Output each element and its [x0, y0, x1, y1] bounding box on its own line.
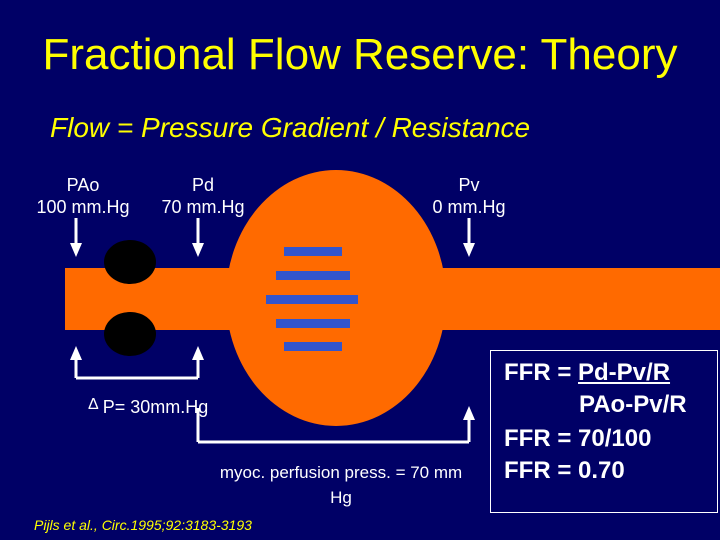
ffr-result: FFR = 0.70: [504, 457, 625, 485]
pv-label: Pv 0 mm.Hg: [414, 174, 524, 218]
resistance-stripe: [266, 295, 358, 304]
resistance-stripe: [276, 319, 350, 328]
stenosis-upper-plaque: [104, 240, 156, 284]
perfusion-bracket: [196, 406, 475, 444]
slide-title: Fractional Flow Reserve: Theory: [42, 30, 678, 79]
ffr-equation-box: FFR = Pd-Pv/R PAo-Pv/R FFR = 70/100 FFR …: [490, 350, 718, 513]
delta-symbol: Δ: [88, 396, 99, 413]
flow-formula: Flow = Pressure Gradient / Resistance: [50, 112, 531, 143]
citation: Pijls et al., Circ.1995;92:3183-3193: [34, 517, 252, 533]
ffr-substitution: FFR = 70/100: [504, 425, 652, 452]
ffr-formula-line: FFR = Pd-Pv/R: [504, 359, 670, 387]
perfusion-line-1: myoc. perfusion press. = 70 mm: [219, 463, 463, 482]
pao-label: PAo 100 mm.Hg: [28, 174, 138, 218]
pv-name: Pv: [458, 175, 480, 195]
stenosis-lower-plaque: [104, 312, 156, 356]
perfusion-line-2: Hg: [330, 488, 352, 507]
pd-value: 70 mm.Hg: [161, 197, 245, 217]
ffr-result-text: FFR = 0.70: [504, 457, 625, 484]
pv-arrow: [463, 218, 475, 257]
pao-name: PAo: [66, 175, 100, 195]
resistance-stripe: [284, 342, 342, 351]
perfusion-pressure-label: myoc. perfusion press. = 70 mm Hg: [186, 460, 496, 510]
resistance-stripe: [276, 271, 350, 280]
delta-p-bracket: [70, 346, 204, 380]
resistance-stripe: [284, 247, 342, 256]
delta-p-text: P= 30mm.Hg: [102, 397, 209, 417]
pd-name: Pd: [191, 175, 215, 195]
pv-value: 0 mm.Hg: [432, 197, 506, 217]
pao-value: 100 mm.Hg: [36, 197, 130, 217]
ffr-prefix: FFR =: [504, 359, 579, 386]
ffr-numerator: Pd-Pv/R: [578, 359, 671, 386]
pd-label: Pd 70 mm.Hg: [148, 174, 258, 218]
ffr-denominator: PAo-Pv/R: [579, 391, 687, 418]
pd-arrow: [192, 218, 204, 257]
pao-arrow: [70, 218, 82, 257]
